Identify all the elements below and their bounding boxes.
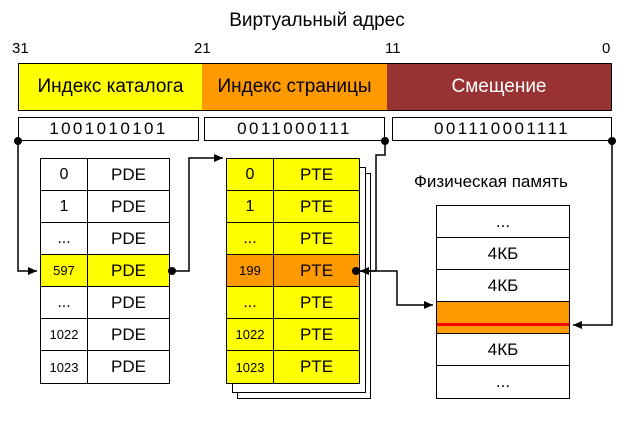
page-table-row: 0 PTE [227, 159, 359, 191]
page-table: 0 PTE 1 PTE ... PTE 199 PTE ... PTE 1022… [226, 158, 360, 384]
offset-arrow [573, 141, 613, 329]
page-table-row: 1 PTE [227, 191, 359, 223]
field-offset: Смещение [387, 63, 612, 111]
page-directory-table: 0 PDE 1 PDE ... PDE 597 PDE ... PDE 1022… [40, 158, 170, 384]
physical-memory-label: Физическая память [414, 172, 568, 191]
directory-row: 1023 PDE [41, 351, 169, 383]
page-table-row-value: PTE [299, 292, 334, 312]
bit-number-21: 21 [194, 40, 211, 57]
bits-offset: 001110001111 [392, 117, 612, 141]
page-table-row-index: 199 [227, 255, 274, 286]
pde-to-page-table-arrow [172, 154, 223, 272]
directory-row: 1022 PDE [41, 319, 169, 351]
directory-row-index: ... [41, 287, 88, 318]
page-table-row-value: PTE [299, 324, 334, 344]
page-table-row-value: PTE [299, 164, 334, 184]
memory-frame: 4КБ [437, 334, 569, 366]
directory-row-index: ... [41, 223, 88, 254]
memory-frame: 4КБ [437, 270, 569, 302]
page-table-row-index: 1 [227, 191, 274, 222]
directory-row-value: PDE [111, 260, 146, 280]
offset-target-line [437, 323, 569, 326]
page-index-arrow [360, 141, 386, 275]
page-table-row-index: ... [227, 287, 274, 318]
bit-number-11: 11 [385, 40, 401, 57]
page-table-row-index: 1023 [227, 351, 274, 383]
directory-row-value: PDE [111, 228, 146, 248]
directory-row-value: PDE [111, 357, 146, 376]
memory-frame-selected [437, 302, 569, 334]
bit-number-0: 0 [602, 40, 611, 57]
memory-frame: ... [437, 206, 569, 238]
page-table-row: 1022 PTE [227, 319, 359, 351]
page-table-row-index: ... [227, 223, 274, 254]
bits-page-index: 0011000111 [204, 117, 385, 141]
field-directory-index: Индекс каталога [18, 63, 203, 111]
page-table-row: ... PTE [227, 223, 359, 255]
directory-row-index: 1022 [41, 319, 88, 350]
page-table-row-value: PTE [299, 260, 334, 280]
pte-to-frame-arrow [356, 270, 433, 309]
bit-number-31: 31 [12, 40, 29, 57]
directory-index-arrow [17, 141, 37, 275]
directory-row: 0 PDE [41, 159, 169, 191]
directory-row: 1 PDE [41, 191, 169, 223]
directory-row-selected: 597 PDE [41, 255, 169, 287]
directory-row-value: PDE [111, 292, 146, 312]
directory-row-value: PDE [111, 164, 146, 184]
directory-row-index: 1 [41, 191, 88, 222]
directory-row: ... PDE [41, 287, 169, 319]
physical-memory-block: ... 4КБ 4КБ 4КБ ... [436, 205, 570, 399]
page-table-row-selected: 199 PTE [227, 255, 359, 287]
page-table-row-value: PTE [299, 228, 334, 248]
field-page-index: Индекс страницы [202, 63, 388, 111]
directory-row-value: PDE [111, 324, 146, 344]
page-table-row: ... PTE [227, 287, 359, 319]
directory-row-index: 1023 [41, 351, 88, 383]
page-table-row-index: 0 [227, 159, 274, 190]
diagram-title: Виртуальный адрес [229, 10, 405, 31]
directory-row-index: 597 [41, 255, 88, 286]
memory-frame: 4КБ [437, 238, 569, 270]
directory-row-value: PDE [111, 196, 146, 216]
memory-frame: ... [495, 372, 511, 391]
bits-directory-index: 1001010101 [18, 117, 199, 141]
directory-row-index: 0 [41, 159, 88, 190]
page-table-row: 1023 PTE [227, 351, 359, 383]
page-table-row-value: PTE [299, 357, 334, 376]
page-table-row-value: PTE [299, 196, 334, 216]
page-table-row-index: 1022 [227, 319, 274, 350]
directory-row: ... PDE [41, 223, 169, 255]
